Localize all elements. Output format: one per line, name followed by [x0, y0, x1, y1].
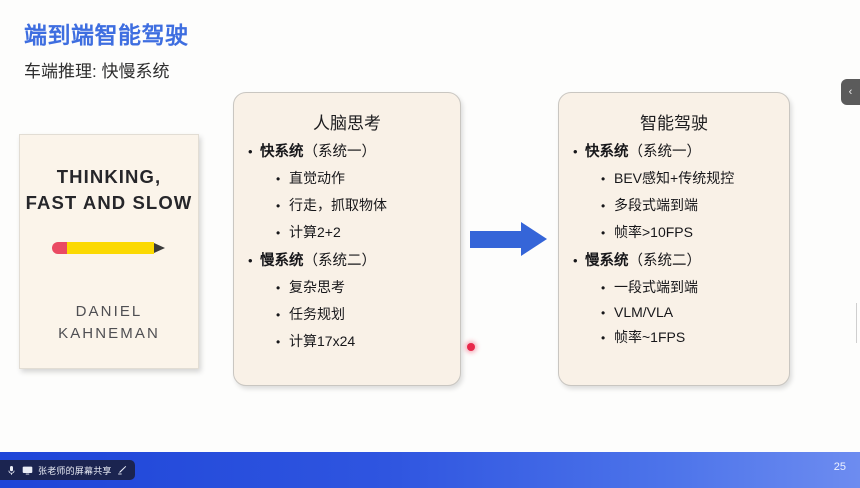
bullet-level2: • 一段式端到端 [573, 277, 781, 297]
bullet-text: 任务规划 [289, 306, 345, 322]
bullet-level1: • 慢系统（系统二） [573, 249, 781, 270]
bullet-dot-icon: • [276, 199, 281, 213]
bullet-level2: • 直觉动作 [248, 168, 452, 188]
card-title: 人脑思考 [313, 114, 381, 133]
card-human-brain: 人脑思考 • 快系统（系统一） • 直觉动作 • 行走，抓取物体 • 计算2+2 [233, 92, 461, 386]
bullet-dot-icon: • [601, 331, 606, 345]
bullet-text: 多段式端到端 [614, 197, 698, 213]
bullet-dot-icon: • [276, 281, 281, 295]
bullet-text: 一段式端到端 [614, 279, 698, 295]
bullet-heading-strong: 慢系统 [585, 253, 629, 269]
book-title-line2: FAST AND SLOW [25, 192, 193, 213]
bullet-heading-rest: （系统一） [303, 144, 377, 160]
bullet-text: 帧率~1FPS [614, 329, 686, 345]
bullet-level2: • 计算17x24 [248, 331, 452, 351]
book-author-line2: KAHNEMAN [58, 325, 160, 342]
card-intelligent-driving: 智能驾驶 • 快系统（系统一） • BEV感知+传统规控 • 多段式端到端 • … [558, 92, 790, 386]
bullet-text: 复杂思考 [289, 279, 345, 295]
bullet-level1: • 慢系统（系统二） [248, 249, 452, 270]
bullet-level2: • 行走，抓取物体 [248, 195, 452, 215]
slide-canvas: 端到端智能驾驶 车端推理: 快慢系统 THINKING, FAST AND SL… [19, 22, 860, 386]
bullet-text: 计算2+2 [289, 224, 341, 240]
bullet-dot-icon: • [601, 172, 606, 186]
bullet-level2: • 复杂思考 [248, 277, 452, 297]
bullet-dot-icon: • [276, 226, 281, 240]
book-cover-image: THINKING, FAST AND SLOW DANIEL KAHNEMAN [19, 134, 199, 369]
annotate-pencil-icon[interactable] [117, 464, 128, 476]
flow-arrow-icon [470, 222, 547, 256]
page-subtitle: 车端推理: 快慢系统 [24, 62, 170, 81]
arrow-head [521, 222, 547, 256]
laser-pointer-dot [467, 343, 475, 351]
screen-share-icon[interactable] [22, 464, 33, 476]
bullet-heading-rest: （系统一） [628, 144, 702, 160]
bullet-dot-icon: • [601, 199, 606, 213]
bullet-text: BEV感知+传统规控 [614, 170, 735, 186]
pencil-tip [154, 243, 165, 253]
screen-share-indicator[interactable]: 张老师的屏幕共享 [0, 460, 135, 480]
bullet-dot-icon: • [248, 144, 253, 159]
bullet-dot-icon: • [601, 281, 606, 295]
bullet-heading-strong: 慢系统 [260, 253, 304, 269]
bullet-text: 直觉动作 [289, 170, 345, 186]
bullet-level2: • 多段式端到端 [573, 195, 781, 215]
bullet-text: VLM/VLA [614, 304, 674, 320]
bullet-dot-icon: • [601, 306, 606, 320]
bullet-dot-icon: • [601, 226, 606, 240]
bullet-text: 帧率>10FPS [614, 224, 693, 240]
bullet-dot-icon: • [573, 253, 578, 268]
bullet-heading-rest: （系统二） [303, 253, 377, 269]
bullet-level1: • 快系统（系统一） [573, 140, 781, 161]
bullet-dot-icon: • [248, 253, 253, 268]
bullet-text: 行走，抓取物体 [289, 197, 387, 213]
microphone-icon[interactable] [6, 464, 17, 476]
bullet-text: 计算17x24 [289, 333, 356, 349]
bullet-level2: • VLM/VLA [573, 304, 781, 320]
bullet-dot-icon: • [276, 172, 281, 186]
bullet-level2: • BEV感知+传统规控 [573, 168, 781, 188]
bullet-level2: • 任务规划 [248, 304, 452, 324]
card-body: • 快系统（系统一） • BEV感知+传统规控 • 多段式端到端 • 帧率>10… [559, 140, 789, 347]
pencil-icon [52, 242, 168, 254]
bullet-dot-icon: • [276, 335, 281, 349]
chevron-left-icon: ‹ [848, 86, 853, 98]
bullet-level2: • 帧率>10FPS [573, 222, 781, 242]
panel-collapse-button[interactable]: ‹ [841, 79, 860, 105]
bottom-status-bar: 张老师的屏幕共享 25 [0, 452, 860, 488]
arrow-shaft [470, 231, 523, 248]
page-title: 端到端智能驾驶 [24, 22, 189, 48]
bullet-level2: • 帧率~1FPS [573, 327, 781, 347]
pencil-body [67, 242, 154, 254]
bullet-heading-strong: 快系统 [585, 144, 629, 160]
book-author-line1: DANIEL [75, 303, 143, 320]
card-title: 智能驾驶 [640, 114, 708, 133]
page-number: 25 [833, 461, 846, 473]
pencil-eraser [52, 242, 68, 254]
bullet-heading-strong: 快系统 [260, 144, 304, 160]
edge-divider [856, 303, 857, 343]
bullet-level1: • 快系统（系统一） [248, 140, 452, 161]
book-title-line1: THINKING, [56, 166, 162, 187]
bullet-dot-icon: • [276, 308, 281, 322]
bullet-level2: • 计算2+2 [248, 222, 452, 242]
bullet-dot-icon: • [573, 144, 578, 159]
share-label: 张老师的屏幕共享 [38, 465, 112, 476]
bullet-heading-rest: （系统二） [628, 253, 702, 269]
card-body: • 快系统（系统一） • 直觉动作 • 行走，抓取物体 • 计算2+2 • 慢系 [234, 140, 460, 351]
